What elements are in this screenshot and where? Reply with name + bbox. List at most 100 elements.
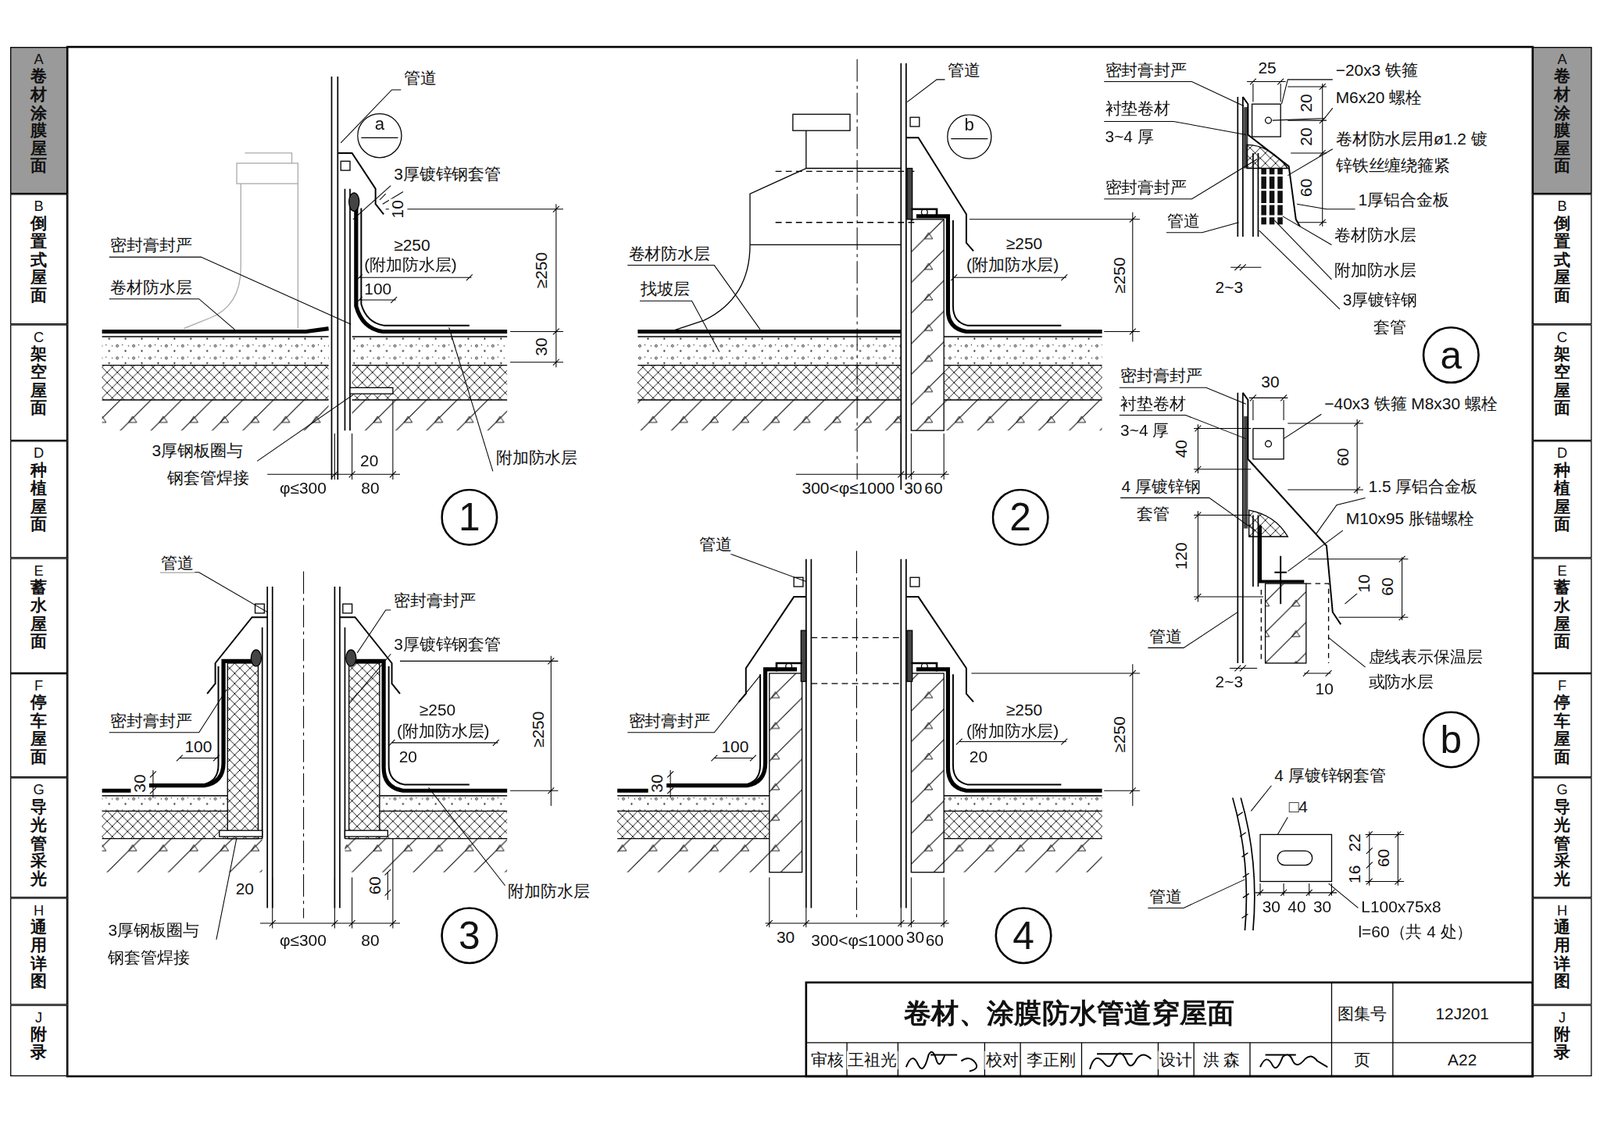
callout-label: 300<φ≤1000 <box>810 931 905 950</box>
marker-letter: b <box>947 116 991 134</box>
callout-label: 3~4 厚 <box>1119 421 1171 440</box>
dimension-line <box>796 433 950 480</box>
detail-4 <box>800 630 807 682</box>
detail-4 <box>739 596 974 703</box>
callout-label: 30 <box>905 928 926 947</box>
callout-label: −20x3 铁箍 <box>1334 60 1419 79</box>
callout-label: l=60（共 4 处） <box>1357 923 1475 942</box>
leader-line <box>1328 883 1359 908</box>
dimension-line <box>384 869 391 900</box>
detail-2 <box>921 209 928 216</box>
tab-letter: J <box>1558 1010 1566 1026</box>
callout-label: 20 <box>968 747 990 766</box>
detail-2 <box>943 400 1102 431</box>
callout-label: 80 <box>360 931 381 950</box>
leader-line <box>1119 415 1247 440</box>
leader-line <box>730 553 807 582</box>
callout-label: 密封膏封严 <box>627 712 711 731</box>
leader-line <box>340 89 401 143</box>
detail-1 <box>352 336 508 366</box>
dimension-line <box>267 400 400 480</box>
title-block-cell: 李正刚 <box>1025 1051 1077 1070</box>
dimension-line <box>1255 883 1337 897</box>
section-tab: A卷材涂膜屋面 <box>1532 46 1593 194</box>
dimension-line <box>796 212 1140 480</box>
detail-a <box>1242 96 1300 227</box>
callout-label: 套管 <box>1372 318 1408 337</box>
callout-label: 管道 <box>1166 212 1201 231</box>
dimension-text: 40 <box>1172 439 1191 460</box>
callout-label: 衬垫卷材 <box>1119 394 1187 413</box>
callout-label: 钢套管焊接 <box>107 949 191 968</box>
detail-4 <box>910 673 944 873</box>
dimension-line <box>667 664 1140 928</box>
dimension-line <box>1287 83 1327 227</box>
dimension-line <box>1246 78 1286 103</box>
callout-label: 10 <box>1314 680 1335 699</box>
detail-3 <box>346 650 357 667</box>
leader-line <box>1250 785 1272 812</box>
section-tab: F停车屋面 <box>10 673 68 778</box>
tab-letter: G <box>33 782 45 799</box>
dimension-text: 60 <box>1375 848 1393 869</box>
callout-label: 3厚镀锌钢套管 <box>392 635 503 654</box>
callout-label: 衬垫卷材 <box>1103 100 1172 118</box>
callout-label: 3厚镀锌钢 <box>1342 290 1419 309</box>
detail-1 <box>183 153 298 329</box>
leader-line <box>1147 612 1238 649</box>
dimension-line <box>356 274 473 304</box>
detail-2 <box>857 59 858 496</box>
leader-line <box>109 89 493 472</box>
dimension-line <box>710 755 756 762</box>
callout-label: (附加防水层) <box>363 256 458 275</box>
dimension-line <box>765 877 950 928</box>
tab-letter: B <box>34 199 44 215</box>
dimension-text: ≥250 <box>532 251 551 290</box>
callout-label: 1厚铝合金板 <box>1357 190 1450 209</box>
sheet-frame <box>806 982 1533 1077</box>
callout-label: 密封膏封严 <box>1103 60 1188 79</box>
detail-1 <box>352 365 508 400</box>
dimension-line <box>1229 665 1333 677</box>
dimension-text: ≥250 <box>529 710 548 749</box>
detail-4 <box>617 796 770 812</box>
detail-b <box>1260 583 1329 664</box>
dimension-line <box>1193 394 1408 676</box>
leader-line <box>349 653 392 704</box>
detail-2 <box>637 400 901 431</box>
tab-title: 倒置式屋面 <box>1553 214 1571 305</box>
detail-number-circle: a <box>1422 326 1480 384</box>
callout-label: 卷材防水层 <box>109 278 193 297</box>
callout-label: ≥250 <box>1005 700 1044 719</box>
detail-3 <box>219 830 263 837</box>
callout-label: (附加防水层) <box>396 722 491 741</box>
title-block-cell: 校对 <box>984 1051 1019 1070</box>
tab-letter: A <box>34 52 44 68</box>
tab-title: 蓄水屋面 <box>30 578 47 651</box>
callout-label: 20 <box>397 747 418 766</box>
section-tab: A卷材涂膜屋面 <box>10 46 68 194</box>
tab-letter: C <box>33 329 44 346</box>
callout-label: 20 <box>359 452 380 471</box>
detail-4 <box>617 839 770 873</box>
callout-label: 管道 <box>160 553 195 572</box>
callout-label: 30 <box>903 479 924 498</box>
dimension-line <box>267 192 564 480</box>
detail-2 <box>637 365 901 400</box>
detail-2 <box>906 137 974 251</box>
tab-title: 卷材涂膜屋面 <box>30 67 47 176</box>
leader-line <box>449 327 493 472</box>
section-tab: G导光管采光 <box>1532 777 1593 898</box>
callout-label: M6x20 螺栓 <box>1334 89 1423 108</box>
dimension-text: 60 <box>1296 177 1315 198</box>
callout-label: 3~4 厚 <box>1103 127 1155 146</box>
detail-4 <box>943 796 1102 812</box>
callout-label: (附加防水层) <box>965 256 1061 275</box>
leader-line <box>1274 220 1332 280</box>
section-tab: C架空屋面 <box>1532 324 1593 441</box>
callout-label: 附加防水层 <box>494 449 579 468</box>
drawing-title: 卷材、涂膜防水管道穿屋面 <box>903 999 1235 1030</box>
dimension-line <box>1307 556 1408 621</box>
section-tab: G导光管采光 <box>10 777 68 898</box>
detail-a <box>1237 96 1300 237</box>
